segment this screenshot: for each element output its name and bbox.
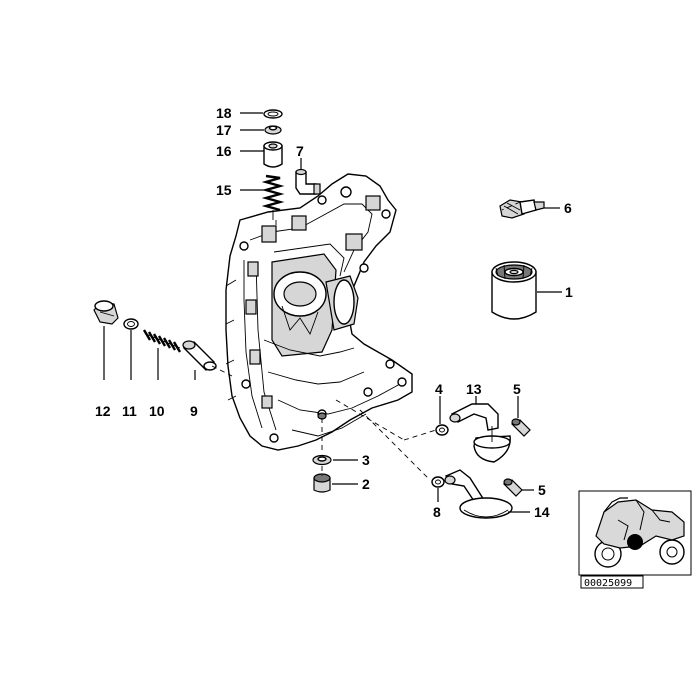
callout-4: 4: [435, 381, 443, 397]
callout-6: 6: [564, 200, 572, 216]
highlight-marker: [627, 534, 643, 550]
engine-housing: [225, 173, 413, 451]
callout-10: 10: [149, 403, 165, 419]
bolts: [502, 418, 531, 497]
drain-plug: [312, 454, 332, 493]
callout-3: 3: [362, 452, 370, 468]
pressure-relief-valve: [93, 300, 217, 371]
sealing-rings: [431, 424, 449, 488]
oil-pickup-upper: [449, 403, 511, 463]
callout-1: 1: [565, 284, 573, 300]
callout-7: 7: [296, 143, 304, 159]
reference-number: 00025099: [584, 578, 632, 589]
callout-5-lower: 5: [538, 482, 546, 498]
callout-2: 2: [362, 476, 370, 492]
callout-12: 12: [95, 403, 111, 419]
callout-5-upper: 5: [513, 381, 521, 397]
valve-stack: [261, 109, 285, 220]
callout-14: 14: [534, 504, 550, 520]
callout-18: 18: [216, 105, 232, 121]
callout-15: 15: [216, 182, 232, 198]
callout-17: 17: [216, 122, 232, 138]
location-thumbnail: 00025099: [578, 490, 692, 589]
callout-16: 16: [216, 143, 232, 159]
elbow-fitting: [295, 168, 321, 195]
callout-labels: 18 17 16 7 15 6 1 12 11 10 9 4 13 5 3 2 …: [95, 105, 573, 520]
oil-filter: [491, 261, 537, 320]
oil-pickup-lower: [444, 469, 513, 519]
motorcycle-icon: [594, 497, 685, 568]
callout-11: 11: [122, 403, 137, 419]
assembly-lines: [211, 201, 521, 481]
callout-8: 8: [433, 504, 441, 520]
callout-9: 9: [190, 403, 198, 419]
oil-pressure-switch: [499, 199, 545, 219]
callout-13: 13: [466, 381, 482, 397]
leader-lines: [103, 112, 562, 513]
